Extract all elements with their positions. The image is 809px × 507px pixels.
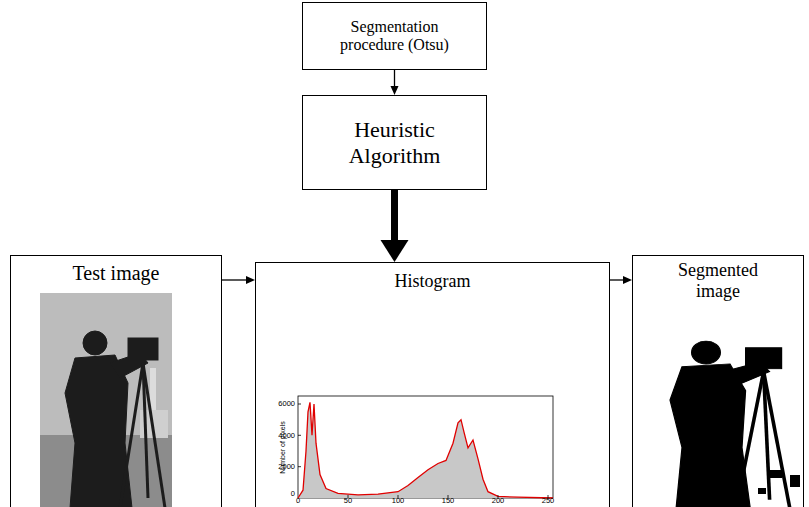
output-box: Segmented image [632, 255, 804, 507]
tick-label: 150 [442, 497, 455, 505]
histogram-plot [298, 396, 553, 498]
axis-title: Number of pixels [279, 421, 286, 474]
node-text: Histogram [395, 271, 471, 292]
tick-label: 200 [492, 497, 505, 505]
tick-label: 50 [344, 497, 352, 505]
histogram-box: Histogram [255, 262, 610, 507]
flow-arrow [222, 276, 255, 284]
test-photo [40, 293, 172, 507]
flow-arrow [381, 190, 409, 262]
arrow-shaft [391, 190, 398, 244]
node-text: Segmentation procedure (Otsu) [322, 18, 467, 55]
segmented-photo [670, 341, 800, 507]
arrow-shaft [394, 70, 395, 88]
tick-label: 0 [296, 497, 300, 505]
flow-arrow [610, 276, 632, 284]
tick-label: 6000 [278, 400, 295, 408]
node-text: Heuristic Algorithm [320, 117, 470, 168]
tick-label: 0 [291, 490, 295, 498]
node-text: Segmented image [663, 260, 773, 301]
tick-label: 100 [392, 497, 405, 505]
arrow-head [381, 240, 409, 262]
procedure-box: Segmentation procedure (Otsu) [302, 2, 487, 70]
arrow-head [391, 86, 399, 95]
flow-arrow [391, 70, 399, 95]
arrow-shaft [222, 279, 248, 280]
tick-label: 250 [542, 497, 555, 505]
node-text: Test image [73, 262, 160, 285]
arrow-head [246, 276, 255, 284]
arrow-shaft [610, 279, 625, 280]
arrow-head [623, 276, 632, 284]
algorithm-box: Heuristic Algorithm [302, 95, 487, 190]
input-box: Test image [10, 255, 222, 507]
